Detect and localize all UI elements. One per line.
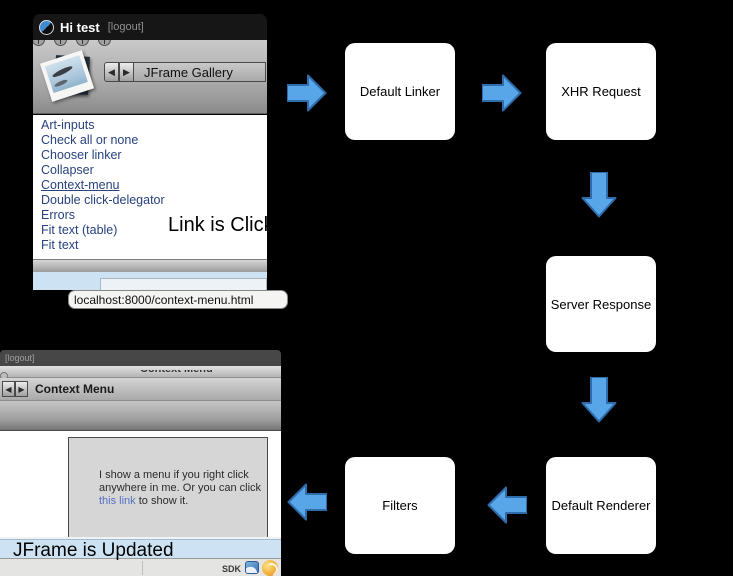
flow-box-default-linker: Default Linker — [345, 43, 455, 140]
context-demo-panel[interactable]: I show a menu if you right click anywher… — [68, 437, 268, 538]
arrow-left-icon — [487, 486, 527, 524]
gallery-title-field: JFrame Gallery — [133, 62, 266, 82]
photo-stack-icon — [39, 48, 103, 108]
flow-box-filters: Filters — [345, 457, 455, 554]
gallery-link[interactable]: Check all or none — [41, 133, 139, 147]
context-titlebar: [logout] — [0, 350, 281, 366]
sdk-app-icon[interactable] — [245, 561, 259, 574]
context-toolbar: ◀ ▶ Context Menu — [0, 378, 281, 401]
panel-text-line1: I show a menu if you right click — [99, 469, 249, 481]
status-inset — [100, 278, 267, 290]
gallery-toolbar: ◀ ▶ JFrame Gallery — [33, 40, 267, 114]
window-button-icon[interactable] — [33, 40, 45, 46]
forward-button[interactable]: ▶ — [119, 62, 134, 82]
gallery-link-context-menu[interactable]: Context-menu — [41, 178, 120, 192]
arrow-right-icon — [287, 74, 327, 112]
window-button-icon[interactable] — [76, 40, 89, 46]
gallery-link-list: Art-inputs Check all or none Chooser lin… — [33, 115, 267, 259]
caption-link-clicked: Link is Click — [168, 214, 274, 236]
context-bottom-bar: SDK — [0, 558, 281, 576]
back-button[interactable]: ◀ — [104, 62, 119, 82]
gallery-link[interactable]: Fit text — [41, 238, 79, 252]
gallery-window-title: Hi test — [60, 19, 100, 35]
arrow-right-icon — [482, 74, 522, 112]
back-button[interactable]: ◀ — [2, 381, 15, 397]
flow-box-server-response: Server Response — [546, 256, 656, 352]
show-menu-link[interactable]: this link — [99, 495, 136, 507]
flow-box-xhr-request: XHR Request — [546, 43, 656, 140]
gallery-browser-window: Hi test [logout] ◀ ▶ JFrame Gallery Art-… — [33, 14, 288, 309]
gallery-bottom-chrome — [33, 259, 267, 272]
context-content: I show a menu if you right click anywher… — [0, 431, 281, 539]
url-tooltip: localhost:8000/context-menu.html — [68, 290, 288, 309]
context-page-title: Context Menu — [35, 382, 115, 396]
window-button-icon[interactable] — [98, 40, 111, 46]
context-chrome-band: Context Menu — [0, 366, 281, 380]
context-browser-window: [logout] Context Menu ◀ ▶ Context Menu I… — [0, 350, 281, 576]
context-toolbar-lower — [0, 401, 281, 431]
caption-jframe-updated: JFrame is Updated — [13, 540, 174, 561]
arrow-down-icon — [581, 172, 617, 218]
gallery-link[interactable]: Fit text (table) — [41, 223, 118, 237]
gallery-link[interactable]: Errors — [41, 208, 76, 222]
flow-box-default-renderer: Default Renderer — [546, 457, 656, 554]
logout-link[interactable]: [logout] — [107, 21, 144, 33]
gallery-titlebar: Hi test [logout] — [33, 14, 267, 40]
forward-button[interactable]: ▶ — [15, 381, 28, 397]
context-nav-buttons: ◀ ▶ — [2, 381, 28, 397]
gallery-nav-buttons: ◀ ▶ — [104, 62, 134, 82]
statusbar-divider — [142, 561, 143, 575]
panel-text-line2: anywhere in me. Or you can click — [99, 482, 262, 494]
gallery-link[interactable]: Chooser linker — [41, 148, 122, 162]
swirl-badge-icon[interactable] — [262, 560, 278, 576]
window-button-icon[interactable] — [54, 40, 67, 46]
gallery-link[interactable]: Double click-delegator — [41, 193, 165, 207]
clipped-window-title: Context Menu — [140, 370, 230, 377]
context-status-bar — [0, 539, 281, 558]
gallery-status-bar — [33, 272, 267, 290]
logout-link[interactable]: [logout] — [5, 353, 35, 363]
gallery-link[interactable]: Art-inputs — [41, 118, 95, 132]
panel-text-line3: to show it. — [135, 495, 189, 507]
app-logo-icon — [39, 19, 54, 35]
arrow-left-icon — [287, 483, 327, 521]
arrow-down-icon — [581, 377, 617, 423]
sdk-label: SDK — [221, 564, 241, 574]
gallery-link[interactable]: Collapser — [41, 163, 94, 177]
